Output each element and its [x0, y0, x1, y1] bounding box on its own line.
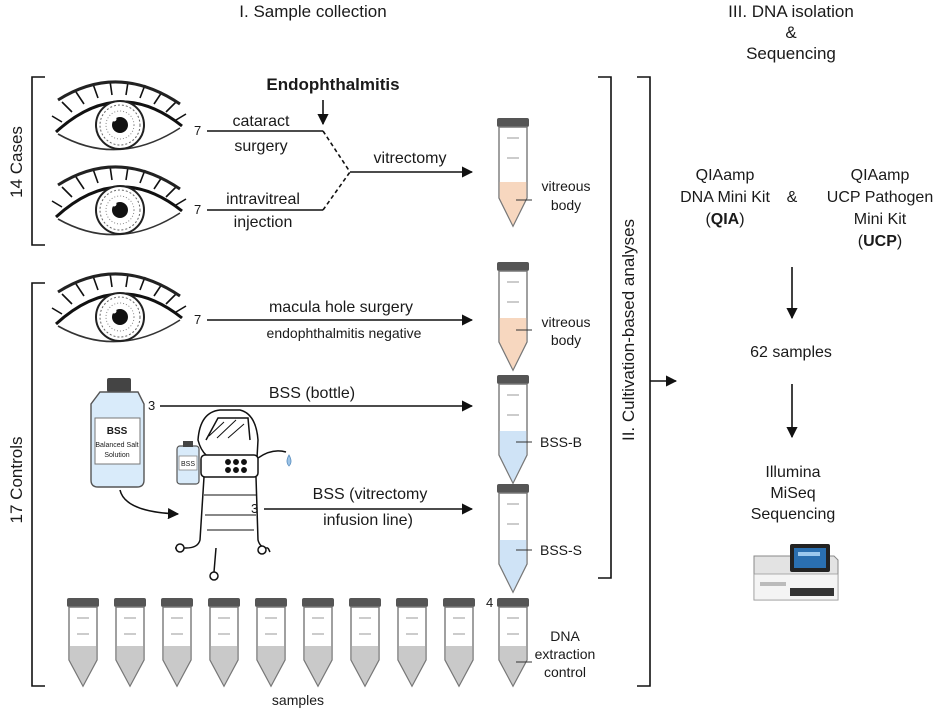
- sample-tube: [302, 598, 334, 688]
- ucp-line2: UCP Pathogen: [827, 189, 933, 206]
- tube-macula: [497, 262, 529, 372]
- intravitreal-label-2: injection: [234, 214, 293, 231]
- header-sample-collection: I. Sample collection: [239, 2, 386, 21]
- eye-cataract-icon: [50, 80, 188, 152]
- header-dna-isolation-line1: III. DNA isolation: [728, 2, 854, 21]
- sample-tube: [396, 598, 428, 688]
- ucp-line1: QIAamp: [851, 167, 910, 184]
- ucp-line3: Mini Kit: [854, 211, 907, 228]
- bottle-big-sub-2: Solution: [104, 452, 129, 459]
- vitrectomy-machine-icon: [175, 409, 287, 581]
- header-dna-isolation-line2: &: [785, 23, 797, 42]
- bottle-big-title: BSS: [107, 426, 128, 437]
- bottle-big-sub-1: Balanced Salt: [95, 442, 138, 449]
- tube-bss-s: [497, 484, 529, 594]
- sample-tube: [443, 598, 475, 688]
- bss-line-count: 3: [251, 501, 258, 516]
- ucp-line4: (UCP): [858, 233, 902, 250]
- bottle-to-machine-arrow: [119, 489, 180, 520]
- dna-control-count: 4: [486, 595, 493, 610]
- sample-tube: [349, 598, 381, 688]
- sequencing-line1: Illumina: [765, 464, 820, 481]
- cases-title: Endophthalmitis: [266, 75, 399, 94]
- dna-control-label-2: extraction: [535, 646, 596, 662]
- sample-tube: [114, 598, 146, 688]
- sample-tubes-row: [67, 598, 529, 688]
- sample-tube: [161, 598, 193, 688]
- main-bracket: [637, 76, 651, 687]
- dna-control-tube: [497, 598, 529, 688]
- sequencing-line3: Sequencing: [751, 506, 836, 523]
- intravitreal-label-1: intravitreal: [226, 191, 300, 208]
- group-controls: 17 Controls: [7, 437, 26, 524]
- cases-bracket: [31, 76, 45, 246]
- merge-dashed-lines: [322, 130, 351, 211]
- group-cases: 14 Cases: [7, 126, 26, 198]
- bottle-small-label: BSS: [181, 461, 195, 468]
- sequencing-line2: MiSeq: [770, 485, 815, 502]
- sample-tube: [208, 598, 240, 688]
- macula-sub: endophthalmitis negative: [267, 325, 422, 341]
- bss-line-label-2: infusion line): [323, 512, 413, 529]
- controls-bracket: [31, 282, 45, 687]
- eye-macula-icon: [50, 272, 188, 344]
- tube-bss-b: [497, 375, 529, 485]
- tube-bss-b-label: BSS-B: [540, 434, 582, 450]
- eye-intravitreal-icon: [50, 165, 188, 237]
- sample-tube: [255, 598, 287, 688]
- bss-bottle-label: BSS (bottle): [269, 385, 355, 402]
- bss-bottle-icon: BSS Balanced Salt Solution: [90, 378, 145, 488]
- intravitreal-count: 7: [194, 202, 201, 217]
- tube-cases-label-1: vitreous: [541, 178, 590, 194]
- qia-line2: DNA Mini Kit: [680, 189, 770, 206]
- miseq-instrument-icon: [753, 544, 839, 601]
- header-dna-isolation-line3: Sequencing: [746, 44, 836, 63]
- bss-bottle-small-icon: BSS: [176, 441, 200, 485]
- cultivation-bracket: [598, 76, 612, 579]
- tube-macula-label-2: body: [551, 332, 581, 348]
- water-drop-icon: [286, 454, 292, 467]
- bss-bottle-count: 3: [148, 398, 155, 413]
- kits-ampersand: &: [787, 189, 798, 206]
- dna-control-label-1: DNA: [550, 628, 580, 644]
- tube-bss-s-label: BSS-S: [540, 542, 582, 558]
- tube-cases-label-2: body: [551, 197, 581, 213]
- cataract-label-1: cataract: [233, 113, 290, 130]
- samples-total: 62 samples: [750, 344, 832, 361]
- qia-line1: QIAamp: [696, 167, 755, 184]
- samples-label: samples: [272, 692, 324, 708]
- cataract-label-2: surgery: [234, 138, 287, 155]
- vitrectomy-label: vitrectomy: [374, 150, 447, 167]
- sample-tube: [67, 598, 99, 688]
- dna-control-label-3: control: [544, 664, 586, 680]
- bss-line-label-1: BSS (vitrectomy: [313, 486, 428, 503]
- cultivation-label: II. Cultivation-based analyses: [619, 219, 638, 441]
- macula-label: macula hole surgery: [269, 299, 413, 316]
- macula-count: 7: [194, 312, 201, 327]
- cataract-count: 7: [194, 123, 201, 138]
- qia-line3: (QIA): [705, 211, 744, 228]
- tube-macula-label-1: vitreous: [541, 314, 590, 330]
- tube-cases: [497, 118, 529, 228]
